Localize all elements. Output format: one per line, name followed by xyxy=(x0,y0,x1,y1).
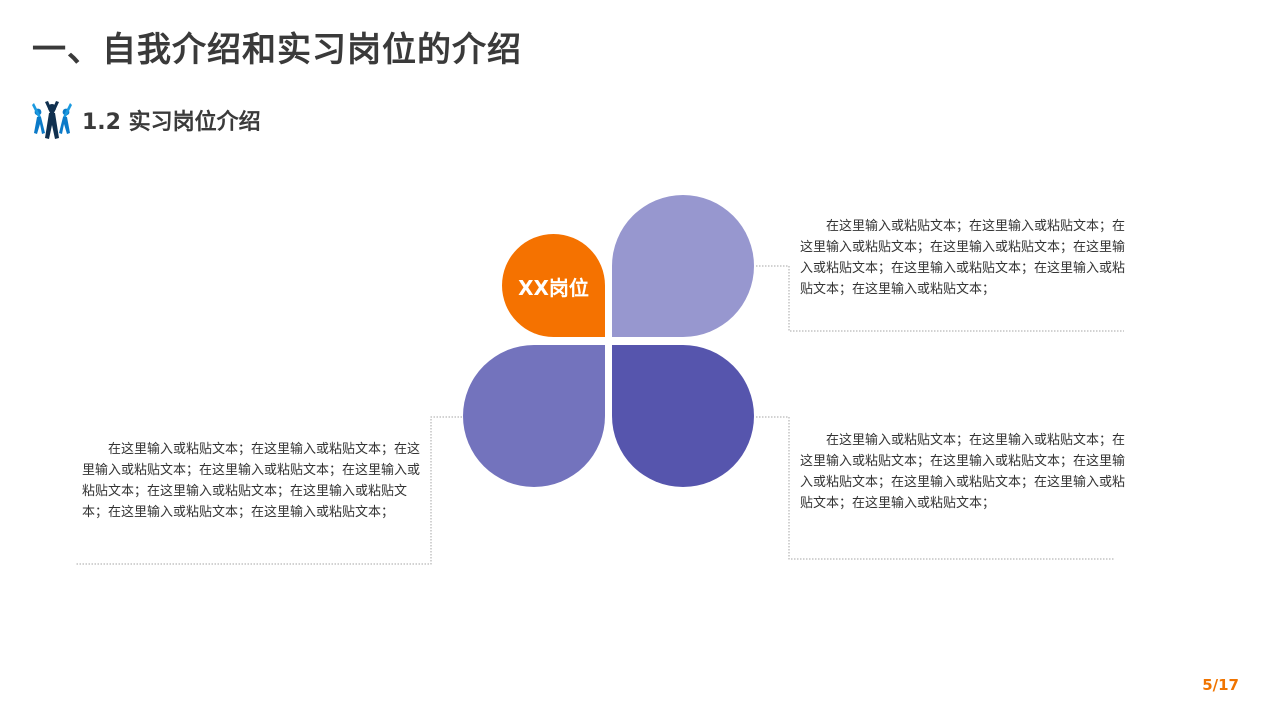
petal-bottom-right xyxy=(612,345,754,487)
section-heading: 1.2 实习岗位介绍 xyxy=(30,100,261,140)
center-label: XX岗位 xyxy=(518,276,589,300)
petal-bottom-left xyxy=(463,345,605,487)
petal-center-orange xyxy=(502,234,605,337)
people-icon xyxy=(32,101,72,139)
text-block-bottom-right[interactable]: 在这里输入或粘贴文本；在这里输入或粘贴文本；在这里输入或粘贴文本；在这里输入或粘… xyxy=(800,433,1126,511)
text-block-top-right[interactable]: 在这里输入或粘贴文本；在这里输入或粘贴文本；在这里输入或粘贴文本；在这里输入或粘… xyxy=(800,219,1126,297)
page-number: 5/17 xyxy=(1202,676,1239,694)
section-subtitle: 1.2 实习岗位介绍 xyxy=(82,110,261,135)
text-block-left[interactable]: 在这里输入或粘贴文本；在这里输入或粘贴文本；在这里输入或粘贴文本；在这里输入或粘… xyxy=(82,442,421,520)
page-title: 一、自我介绍和实习岗位的介绍 xyxy=(32,30,522,70)
petal-top-right xyxy=(612,195,754,337)
